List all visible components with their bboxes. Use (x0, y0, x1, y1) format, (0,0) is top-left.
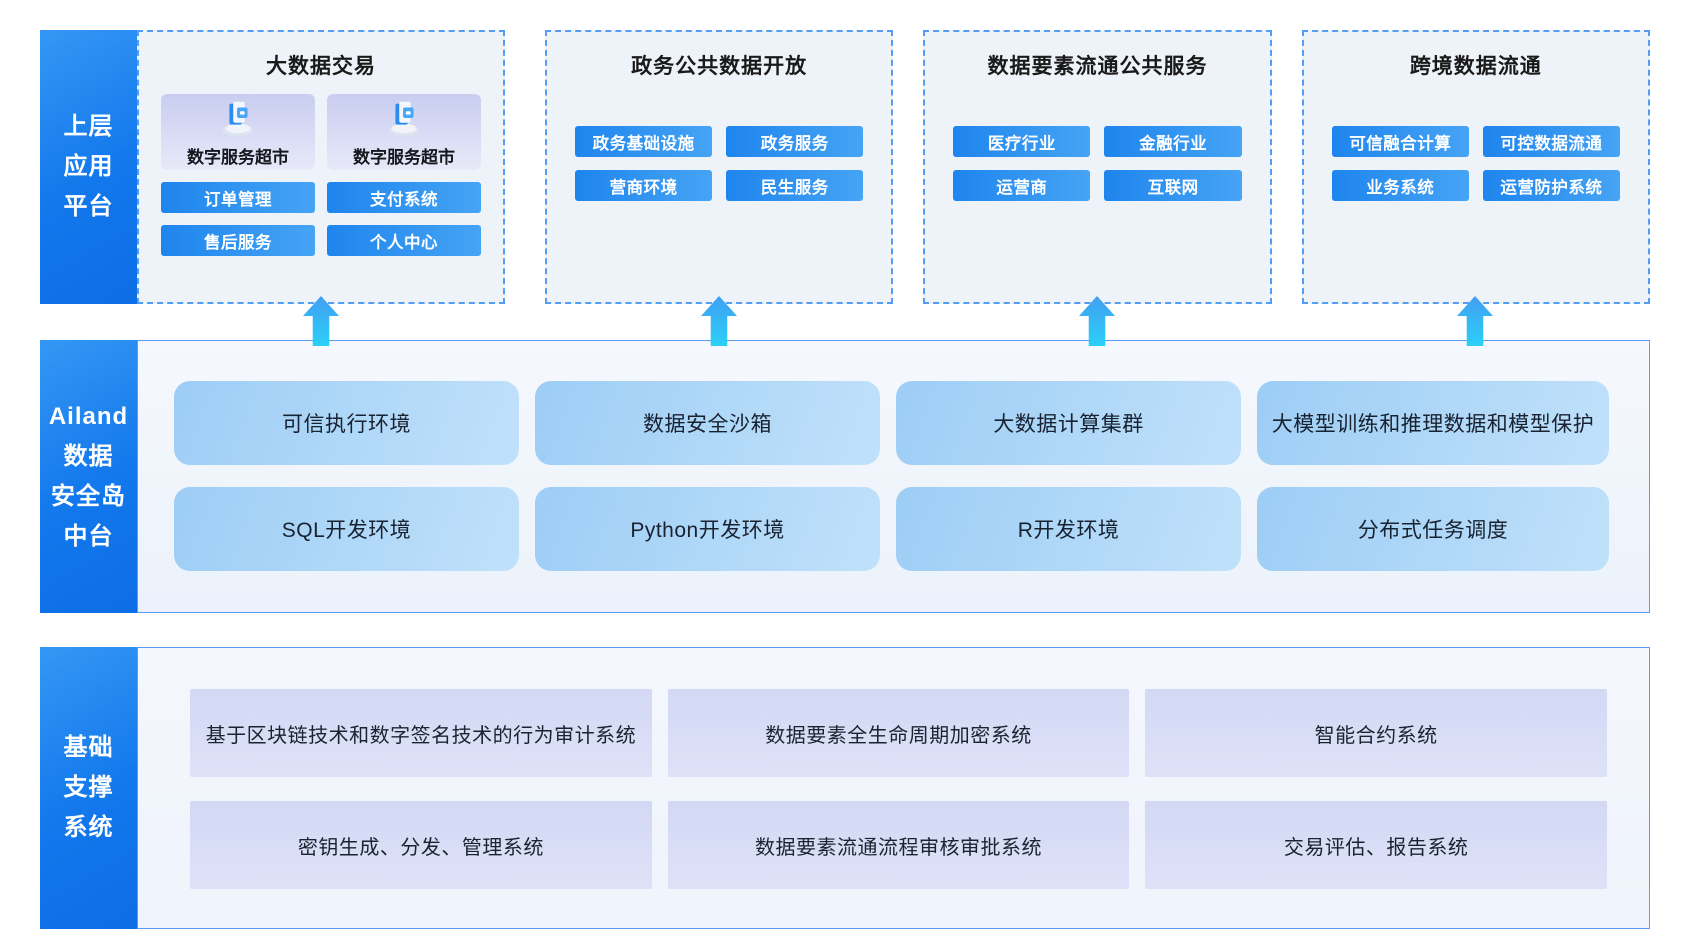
label-line: 支撑 (63, 774, 114, 801)
middle-layer-panel: 可信执行环境 数据安全沙箱 大数据计算集群 大模型训练和推理数据和模型保护 SQ… (137, 340, 1650, 613)
capability-r-dev-env: R开发环境 (896, 487, 1242, 571)
capability-big-data-compute-cluster: 大数据计算集群 (896, 381, 1242, 465)
chip-personal-center[interactable]: 个人中心 (327, 225, 481, 256)
label-line: 中台 (63, 522, 114, 550)
label-line: 安全岛 (51, 482, 126, 510)
chip-trusted-fusion-computing[interactable]: 可信融合计算 (1331, 126, 1469, 157)
label-line: 应用 (63, 153, 114, 180)
digital-service-market-icon (215, 97, 261, 142)
system-blockchain-audit: 基于区块链技术和数字签名技术的行为审计系统 (190, 689, 652, 777)
capability-trusted-execution-env: 可信执行环境 (174, 381, 520, 465)
capability-data-security-sandbox: 数据安全沙箱 (535, 381, 881, 465)
chip-payment-system[interactable]: 支付系统 (327, 182, 481, 213)
chip-telecom-operators[interactable]: 运营商 (953, 170, 1091, 201)
button-grid: 订单管理 支付系统 售后服务 个人中心 (161, 182, 481, 256)
system-trade-evaluation-report: 交易评估、报告系统 (1145, 801, 1607, 889)
chip-livelihood-services[interactable]: 民生服务 (726, 170, 864, 201)
button-grid: 医疗行业 金融行业 运营商 互联网 (953, 126, 1242, 201)
service-card[interactable]: 数字服务超市 (161, 94, 315, 170)
upper-application-layer: 上层 应用 平台 大数据交易 (40, 30, 1650, 304)
app-box-data-element-services: 数据要素流通公共服务 医疗行业 金融行业 运营商 互联网 (923, 30, 1272, 304)
service-card-label: 数字服务超市 (187, 147, 289, 167)
middle-layer-label: Ailand 数据 安全岛 中台 (40, 340, 137, 613)
chip-finance-industry[interactable]: 金融行业 (1104, 126, 1242, 157)
box-title: 政务公共数据开放 (631, 55, 808, 78)
chip-order-management[interactable]: 订单管理 (161, 182, 315, 213)
service-card-label: 数字服务超市 (353, 147, 455, 167)
app-box-cross-border-data: 跨境数据流通 可信融合计算 可控数据流通 业务系统 运营防护系统 (1301, 30, 1650, 304)
chip-controllable-data-flow[interactable]: 可控数据流通 (1482, 126, 1620, 157)
capability-llm-training-protection: 大模型训练和推理数据和模型保护 (1257, 381, 1609, 465)
bottom-layer-panel: 基于区块链技术和数字签名技术的行为审计系统 数据要素全生命周期加密系统 智能合约… (137, 647, 1650, 929)
system-grid: 基于区块链技术和数字签名技术的行为审计系统 数据要素全生命周期加密系统 智能合约… (138, 648, 1649, 889)
chip-gov-services[interactable]: 政务服务 (726, 126, 864, 157)
capability-python-dev-env: Python开发环境 (535, 487, 881, 571)
chip-gov-infrastructure[interactable]: 政务基础设施 (575, 126, 713, 157)
system-circulation-approval: 数据要素流通流程审核审批系统 (667, 801, 1130, 889)
label-line: 上层 (63, 113, 114, 140)
chip-operation-protection-system[interactable]: 运营防护系统 (1482, 170, 1620, 201)
label-line: 平台 (63, 193, 114, 220)
upper-layer-label: 上层 应用 平台 (40, 30, 137, 304)
bottom-layer-label: 基础 支撑 系统 (40, 647, 137, 929)
label-line: 基础 (63, 734, 114, 761)
ailand-data-security-island-layer: Ailand 数据 安全岛 中台 可信执行环境 数据安全沙箱 大数据计算集群 大… (40, 340, 1650, 613)
chip-business-system[interactable]: 业务系统 (1331, 170, 1469, 201)
button-grid: 可信融合计算 可控数据流通 业务系统 运营防护系统 (1331, 126, 1620, 201)
system-key-management: 密钥生成、分发、管理系统 (190, 801, 652, 889)
service-card[interactable]: 数字服务超市 (327, 94, 481, 170)
service-card-grid: 数字服务超市 数字服务超市 (161, 94, 481, 170)
capability-distributed-task-scheduling: 分布式任务调度 (1257, 487, 1609, 571)
app-box-big-data-trading: 大数据交易 数字服务超市 (137, 30, 505, 304)
label-line: 数据 (63, 442, 114, 470)
digital-service-market-icon (381, 97, 427, 142)
label-line: Ailand (48, 402, 129, 430)
system-smart-contract: 智能合约系统 (1145, 689, 1607, 777)
app-box-gov-open-data: 政务公共数据开放 政务基础设施 政务服务 营商环境 民生服务 (545, 30, 894, 304)
chip-after-sales-service[interactable]: 售后服务 (161, 225, 315, 256)
capability-grid: 可信执行环境 数据安全沙箱 大数据计算集群 大模型训练和推理数据和模型保护 SQ… (138, 341, 1649, 571)
chip-medical-industry[interactable]: 医疗行业 (953, 126, 1091, 157)
chip-business-environment[interactable]: 营商环境 (575, 170, 713, 201)
box-title: 大数据交易 (266, 55, 376, 78)
button-grid: 政务基础设施 政务服务 营商环境 民生服务 (575, 126, 864, 201)
box-title: 数据要素流通公共服务 (987, 55, 1208, 78)
capability-sql-dev-env: SQL开发环境 (174, 487, 520, 571)
label-line: 系统 (63, 814, 114, 841)
box-title: 跨境数据流通 (1409, 55, 1542, 78)
chip-internet[interactable]: 互联网 (1104, 170, 1242, 201)
system-lifecycle-encryption: 数据要素全生命周期加密系统 (667, 689, 1130, 777)
basic-support-system-layer: 基础 支撑 系统 基于区块链技术和数字签名技术的行为审计系统 数据要素全生命周期… (40, 647, 1650, 929)
